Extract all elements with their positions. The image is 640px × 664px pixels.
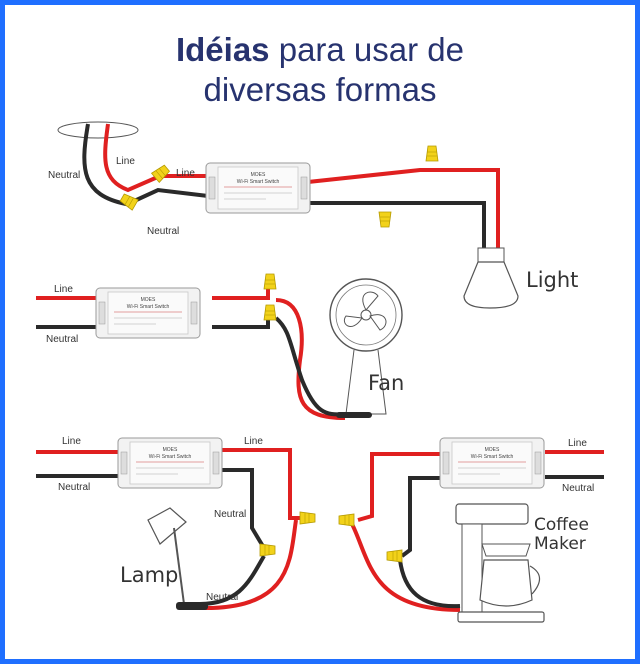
switch-name: Wi-Fi Smart Switch xyxy=(237,179,280,185)
switch-name: Wi-Fi Smart Switch xyxy=(127,304,170,310)
line-label: Line xyxy=(568,438,587,449)
smart-switch: MOES Wi-Fi Smart Switch xyxy=(205,162,311,214)
wire-connector xyxy=(386,549,403,563)
fan-circuit: MOES Wi-Fi Smart Switch Line Neutral Fan xyxy=(36,273,404,420)
switch-name: Wi-Fi Smart Switch xyxy=(149,454,192,460)
light-bulb-icon xyxy=(463,247,519,309)
line-wire xyxy=(275,298,346,420)
neutral-wire xyxy=(274,316,346,417)
fan-label: Fan xyxy=(368,371,404,395)
neutral-wire xyxy=(398,559,461,609)
line-wire xyxy=(103,123,161,193)
line-wire xyxy=(357,452,440,522)
wire-connector xyxy=(118,191,139,211)
coffee-label-2: Maker xyxy=(534,534,586,554)
switch-brand: MOES xyxy=(141,297,156,303)
ceiling-box xyxy=(57,121,139,139)
line-label: Line xyxy=(244,436,263,447)
neutral-wire xyxy=(216,468,266,550)
switch-brand: MOES xyxy=(485,447,500,453)
smart-switch: MOES Wi-Fi Smart Switch xyxy=(95,287,201,339)
neutral-wire xyxy=(131,187,209,204)
line-wire xyxy=(199,519,298,611)
wire-connector xyxy=(263,273,277,290)
switch-brand: MOES xyxy=(251,172,266,178)
switch-brand: MOES xyxy=(163,447,178,453)
fan-icon xyxy=(329,278,403,418)
line-wire xyxy=(307,168,500,250)
neutral-wire xyxy=(199,554,266,606)
wire-connector xyxy=(263,304,277,321)
line-label: Line xyxy=(176,168,195,179)
title-line2: diversas formas xyxy=(203,71,437,108)
neutral-label: Neutral xyxy=(48,170,80,181)
neutral-label: Neutral xyxy=(214,509,246,520)
neutral-label: Neutral xyxy=(562,483,594,494)
neutral-label: Neutral xyxy=(46,334,78,345)
neutral-wire xyxy=(308,201,486,250)
wire-connector xyxy=(299,511,316,525)
coffee-maker-icon xyxy=(455,503,545,623)
line-wire xyxy=(212,286,270,300)
lamp-circuit: MOES Wi-Fi Smart Switch Line Neutral Lin… xyxy=(36,436,316,611)
line-wire xyxy=(350,523,461,612)
wire-connector xyxy=(378,211,392,228)
wire-connector xyxy=(338,513,355,527)
light-circuit: MOES Wi-Fi Smart Switch Line Line Neutra… xyxy=(48,121,578,309)
lamp-label: Lamp xyxy=(120,563,178,587)
line-wire xyxy=(216,448,300,520)
neutral-wire xyxy=(212,316,270,329)
wire-connector xyxy=(425,145,439,162)
smart-switch: MOES Wi-Fi Smart Switch xyxy=(117,437,223,489)
neutral-wire xyxy=(400,476,440,558)
coffee-circuit: MOES Wi-Fi Smart Switch Line Neutral Cof… xyxy=(338,437,604,623)
neutral-label: Neutral xyxy=(206,592,238,603)
page-title: Idéias para usar de diversas formas xyxy=(0,30,640,110)
wire-connector xyxy=(259,543,276,557)
neutral-label: Neutral xyxy=(58,482,90,493)
lamp-icon xyxy=(147,507,208,610)
title-rest: para usar de xyxy=(269,31,465,68)
smart-switch: MOES Wi-Fi Smart Switch xyxy=(439,437,545,489)
line-label: Line xyxy=(54,284,73,295)
light-label: Light xyxy=(526,268,578,292)
switch-name: Wi-Fi Smart Switch xyxy=(471,454,514,460)
line-label: Line xyxy=(116,156,135,167)
line-label: Line xyxy=(62,436,81,447)
title-bold: Idéias xyxy=(175,31,270,68)
neutral-label: Neutral xyxy=(147,226,179,237)
coffee-label-1: Coffee xyxy=(534,515,589,535)
